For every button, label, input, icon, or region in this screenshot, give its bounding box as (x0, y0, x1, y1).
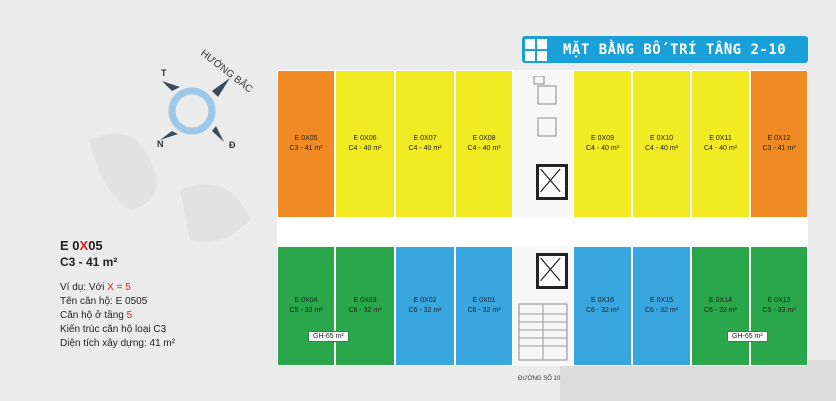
main-corridor (277, 218, 808, 246)
elevator-top (536, 164, 568, 200)
apartment-unit[interactable]: E 0X05 C3 - 41 m² (277, 70, 335, 218)
unit-type: C4 - 40 m² (644, 145, 679, 152)
apartment-unit[interactable]: E 0X08 C4 - 40 m² (455, 70, 513, 218)
apartment-unit[interactable]: E 0X10 C4 - 40 m² (632, 70, 691, 218)
unit-name: E 0X13 (767, 297, 791, 304)
unit-type: C4 - 40 m² (703, 145, 738, 152)
unit-name: E 0X16 (591, 297, 614, 304)
stairs-icon (518, 303, 568, 361)
unit-type: C3 - 41 m² (289, 145, 323, 152)
unit-type: C3 - 41 m² (762, 145, 796, 152)
apartment-unit[interactable]: E 0X02 C6 - 32 m² (395, 246, 455, 366)
compass-n-label: N (157, 139, 164, 149)
apartment-unit[interactable]: E 0X12 C3 - 41 m² (750, 70, 808, 218)
apartment-unit[interactable]: E 0X11 C4 - 40 m² (691, 70, 750, 218)
shaft-icons-top (533, 76, 557, 137)
unit-name: E 0X04 (294, 297, 318, 304)
legend-code: E 0X05 (60, 238, 103, 253)
apartment-unit[interactable]: E 0X07 C4 - 40 m² (395, 70, 455, 218)
apartment-unit[interactable]: E 0X14 C6 - 32 m² (691, 246, 750, 366)
unit-name: E 0X10 (650, 135, 673, 142)
unit-type: C4 - 40 m² (348, 145, 382, 152)
floor-title: MẶT BẰNG BỐ TRÍ TẦNG 2-10 (563, 41, 787, 58)
unit-type: C6 - 32 m² (703, 307, 738, 314)
unit-name: E 0X12 (767, 135, 791, 142)
unit-name: E 0X06 (353, 135, 377, 142)
legend-info: Ví dụ: Với X = 5 Tên căn hộ: E 0505 Căn … (60, 282, 176, 349)
unit-name: E 0X11 (709, 135, 732, 142)
apartment-unit[interactable]: E 0X06 C4 - 40 m² (335, 70, 395, 218)
compass-t-label: T (161, 68, 167, 78)
unit-type: C6 - 32 m² (348, 307, 382, 314)
apartment-unit[interactable]: E 0X09 C4 - 40 m² (573, 70, 632, 218)
unit-type: C4 - 40 m² (408, 145, 442, 152)
unit-type: C6 - 32 m² (644, 307, 679, 314)
unit-name: E 0X05 (294, 135, 318, 142)
apartment-unit[interactable]: E 0X13 C5 - 33 m² (750, 246, 808, 366)
compass-d-label: Đ (229, 140, 236, 150)
unit-name: E 0X08 (472, 135, 496, 142)
apartment-unit[interactable]: E 0X01 C6 - 32 m² (455, 246, 513, 366)
unit-name: E 0X03 (353, 297, 377, 304)
gh-area-left: GH-65 m² (308, 331, 349, 342)
apartment-unit[interactable]: E 0X15 C6 - 32 m² (632, 246, 691, 366)
unit-type: C6 - 32 m² (408, 307, 442, 314)
unit-name: E 0X07 (413, 135, 437, 142)
legend-type: C3 - 41 m² (60, 255, 118, 269)
unit-type: C5 - 33 m² (762, 307, 796, 314)
street-label: ĐƯỜNG SỐ 10 (518, 376, 561, 382)
unit-name: E 0X15 (650, 297, 673, 304)
unit-name: E 0X01 (472, 297, 496, 304)
apartment-unit[interactable]: E 0X04 C5 - 33 m² (277, 246, 335, 366)
apartment-unit[interactable]: E 0X16 C6 - 32 m² (573, 246, 632, 366)
unit-name: E 0X14 (709, 297, 732, 304)
elevator-bottom (536, 253, 568, 289)
apartment-unit[interactable]: E 0X03 C6 - 32 m² (335, 246, 395, 366)
floor-title-badge: MẶT BẰNG BỐ TRÍ TẦNG 2-10 (522, 36, 808, 63)
unit-legend: E 0X05 C3 - 41 m² Ví dụ: Với X = 5 Tên c… (60, 238, 175, 351)
unit-name: E 0X09 (591, 135, 614, 142)
gh-area-right: GH-65 m² (727, 331, 768, 342)
unit-name: E 0X02 (413, 297, 437, 304)
unit-type: C6 - 32 m² (467, 307, 501, 314)
unit-type: C6 - 32 m² (585, 307, 620, 314)
unit-type: C4 - 40 m² (585, 145, 620, 152)
unit-type: C4 - 40 m² (467, 145, 501, 152)
grid-icon (525, 38, 547, 61)
unit-type: C5 - 33 m² (289, 307, 323, 314)
compass-icon (160, 78, 230, 142)
